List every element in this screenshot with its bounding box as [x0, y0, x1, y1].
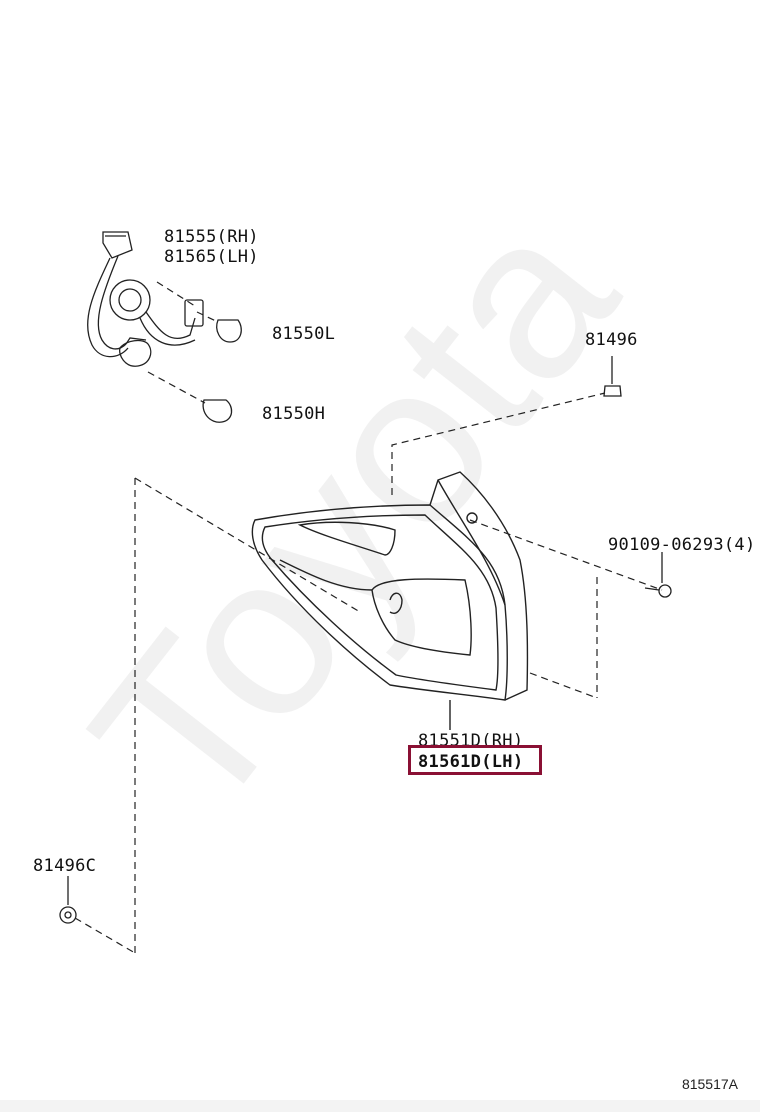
clip-81496-icon	[603, 356, 622, 397]
socket-harness	[87, 231, 204, 367]
label-screw: 90109-06293(4)	[608, 535, 756, 555]
screw-icon	[644, 552, 672, 598]
tail-lamp	[251, 471, 529, 730]
label-clip-bottom: 81496C	[33, 856, 97, 876]
clip-81496c-icon	[59, 876, 77, 924]
bulb-81550l-icon	[216, 319, 242, 343]
label-lamp-lh[interactable]: 81561D(LH)	[418, 752, 524, 772]
bulb-81550h-icon	[202, 399, 233, 423]
dashed-leaders	[74, 281, 663, 954]
highlight-box	[408, 745, 542, 775]
diagram-code: 815517A	[681, 1076, 738, 1092]
label-socket-lh: 81565(LH)	[164, 247, 259, 267]
label-bulb-h: 81550H	[262, 404, 326, 424]
bottom-strip	[0, 1100, 760, 1112]
label-bulb-l: 81550L	[272, 324, 336, 344]
label-socket-rh: 81555(RH)	[164, 227, 259, 247]
label-clip-top: 81496	[585, 330, 638, 350]
